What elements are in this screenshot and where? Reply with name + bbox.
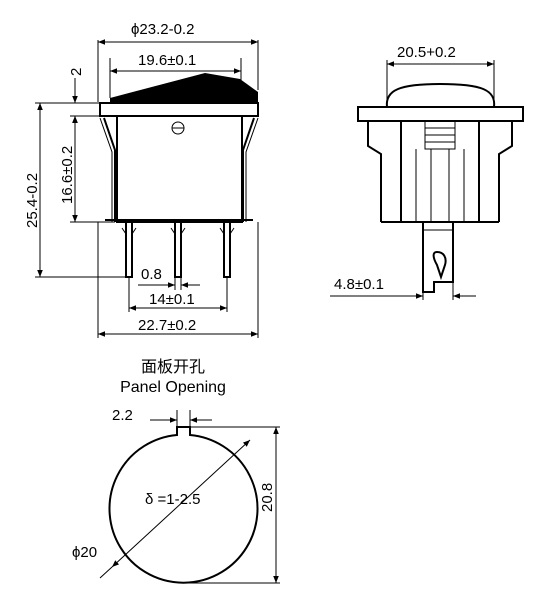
- rocker-cap: [110, 73, 258, 103]
- front-body: [116, 115, 243, 223]
- side-cap: [385, 82, 496, 108]
- panel-opening-title-cn: 面板开孔: [141, 358, 205, 376]
- dim-side-terminal-width: 4.8±0.1: [334, 276, 384, 293]
- front-bezel: [99, 102, 259, 117]
- dim-terminal-pitch: 14±0.1: [149, 291, 195, 308]
- side-terminal: [422, 221, 454, 293]
- panel-opening: 面板开孔 Panel Opening 2.2 20.8 ϕ20 δ =1-2.5: [72, 358, 280, 584]
- dim-terminal-width: 0.8: [141, 266, 162, 283]
- dim-hole-diameter: ϕ20: [72, 544, 97, 561]
- dim-rocker-height: 2: [68, 68, 85, 76]
- panel-thickness: δ =1-2.5: [145, 491, 200, 508]
- dim-base-width: 22.7±0.2: [138, 317, 196, 334]
- dim-notch-width: 2.2: [112, 407, 133, 424]
- side-view: 20.5+0.2 4.8±0.1: [330, 44, 524, 300]
- side-body: [400, 120, 480, 223]
- side-flange: [357, 106, 524, 122]
- dim-total-height: 25.4-0.2: [24, 173, 41, 228]
- dim-side-width: 20.5+0.2: [397, 44, 456, 61]
- dim-hole-height: 20.8: [259, 483, 276, 512]
- dim-cap-width: 19.6±0.1: [138, 52, 196, 69]
- side-ribs: [415, 120, 465, 222]
- front-terminals: [121, 221, 235, 278]
- front-view: ϕ23.2-0.2 19.6±0.1 2 16.6±0.2 25.4-0.2 0…: [24, 21, 259, 338]
- dim-body-height: 16.6±0.2: [59, 146, 76, 204]
- dim-overall-width: ϕ23.2-0.2: [131, 21, 194, 38]
- panel-opening-title-en: Panel Opening: [120, 379, 226, 396]
